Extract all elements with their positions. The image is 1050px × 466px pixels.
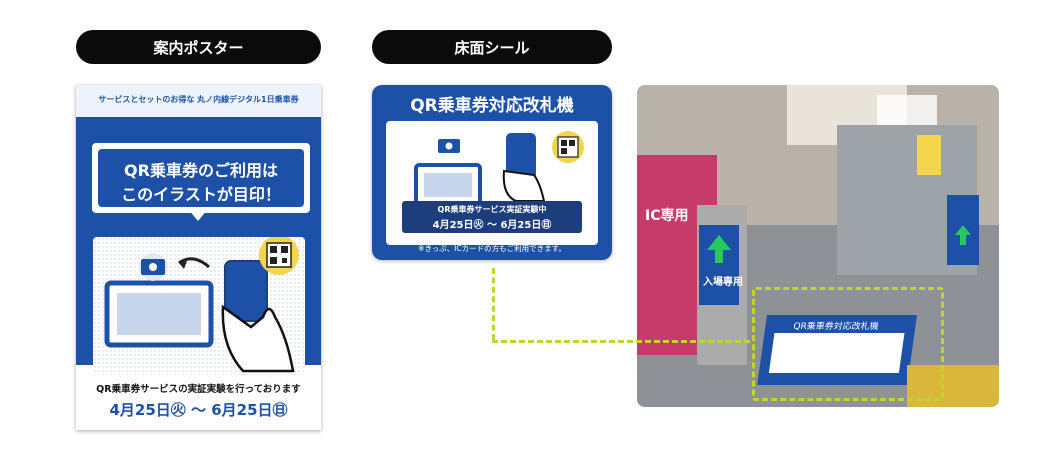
- speech-bubble: QR乗車券のご利用は このイラストが目印！: [90, 141, 312, 215]
- poster-date-range: 4月25日㊋ ～ 6月25日㊐: [109, 401, 288, 419]
- connector-horizontal: [492, 340, 750, 343]
- connector-vertical: [492, 268, 495, 340]
- bubble-line-2: このイラストが目印！: [121, 185, 281, 204]
- sticker-note: ※きっぷ、ICカードの方もご利用できます。: [418, 244, 566, 253]
- sticker-section-label: 床面シール: [372, 30, 612, 64]
- hand-icon: [221, 304, 295, 373]
- poster-top-line: サービスとセットのお得な 丸ノ内線デジタル1日乗車券: [98, 95, 299, 104]
- green-arrow-icon: [707, 235, 731, 263]
- poster-header: サービスとセットのお得な 丸ノ内線デジタル1日乗車券: [76, 85, 321, 117]
- poster-experiment-line: QR乗車券サービスの実証実験を行っております: [96, 384, 301, 395]
- photo-highlight-box: [752, 287, 944, 401]
- poster-section-label-text: 案内ポスター: [153, 38, 244, 57]
- sticker-phone-icon: [506, 133, 536, 179]
- bubble-tail: [188, 209, 208, 221]
- poster-section-label: 案内ポスター: [76, 30, 321, 64]
- gate-entry-label: 入場専用: [703, 275, 743, 288]
- sticker-hand-icon: [502, 169, 546, 202]
- ticket-gate-photo: IC専用 入場専用 QR乗車券対応改札機: [637, 85, 999, 407]
- guide-poster: サービスとセットのお得な 丸ノ内線デジタル1日乗車券 QR乗車券のご利用は この…: [76, 85, 321, 430]
- sticker-band-line-2: 4月25日㊋ ～ 6月25日㊐: [432, 220, 552, 231]
- sticker-band-line-1: QR乗車券サービス実証実験中: [437, 205, 547, 214]
- bubble-line-1: QR乗車券のご利用は: [124, 161, 278, 180]
- poster-note: ※きっぷ、ICカードの方も改札機をご利用できます。: [109, 380, 288, 389]
- sticker-section-label-text: 床面シール: [454, 38, 530, 57]
- poster-main-panel: QR乗車券のご利用は このイラストが目印！: [76, 117, 321, 389]
- sticker-title: QR乗車券対応改札機: [410, 96, 574, 116]
- smartphone-icon: [224, 260, 268, 322]
- arrow-icon: [178, 257, 210, 269]
- sticker-date-band: QR乗車券サービス実証実験中 4月25日㊋ ～ 6月25日㊐: [402, 201, 582, 233]
- qr-gate-illustration: [93, 235, 305, 375]
- floor-sticker: QR乗車券対応改札機 QR乗車券サービス実証実験中 4月25日㊋ ～ 6月25日…: [372, 85, 612, 260]
- photo-floor-sticker-title: QR乗車券対応改札機: [793, 320, 880, 332]
- gate-ic-label: IC専用: [645, 207, 688, 224]
